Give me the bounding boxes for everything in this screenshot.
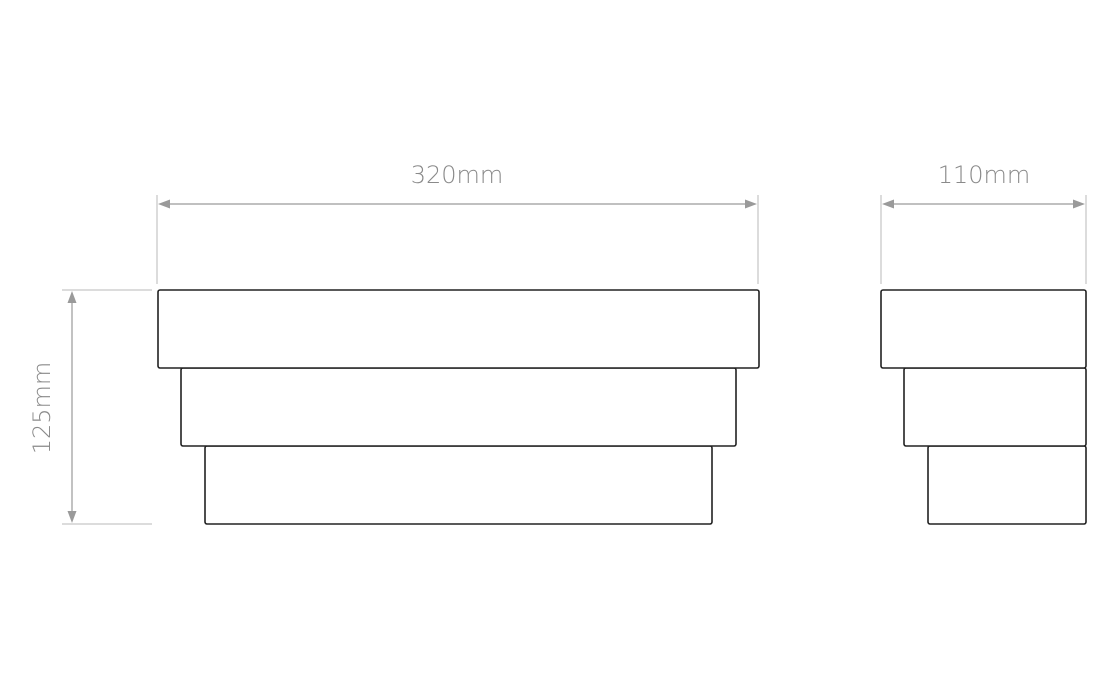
front-width-dimension: 320mm (156, 161, 759, 284)
front-width-arrow-left (158, 199, 170, 209)
side-tier-bottom (927, 445, 1087, 525)
height-label: 125mm (28, 362, 56, 455)
side-view: 110mm (880, 161, 1087, 525)
height-arrow-top (67, 291, 77, 303)
side-depth-dimension: 110mm (880, 161, 1087, 284)
front-view: 320mm 125mm (28, 161, 760, 525)
front-tier-top (157, 289, 760, 369)
height-arrow-bottom (67, 511, 77, 523)
front-width-label: 320mm (411, 161, 504, 189)
side-depth-label: 110mm (938, 161, 1031, 189)
side-depth-arrow-right (1073, 199, 1085, 209)
height-dimension: 125mm (28, 289, 152, 525)
front-tier-bottom (204, 445, 713, 525)
side-depth-arrow-left (882, 199, 894, 209)
side-tier-top (880, 289, 1087, 369)
side-tier-middle (903, 367, 1087, 447)
front-tier-middle (180, 367, 737, 447)
front-width-arrow-right (745, 199, 757, 209)
